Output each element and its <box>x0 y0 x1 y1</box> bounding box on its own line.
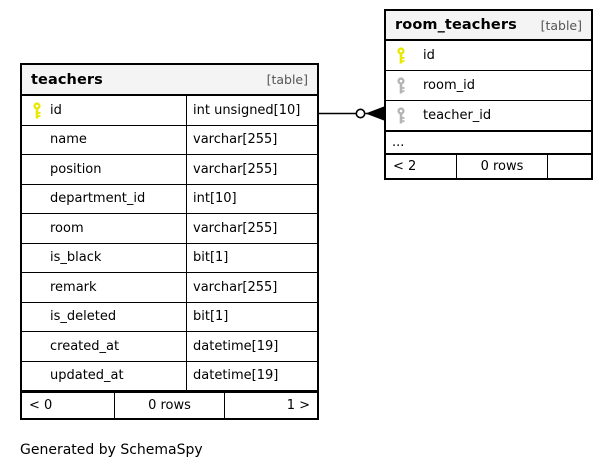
column-name-cell: remark <box>22 273 186 302</box>
table-type-tag: [table] <box>540 17 582 33</box>
column-name-cell: is_deleted <box>22 303 186 332</box>
table-row[interactable]: teacher_id <box>386 101 591 131</box>
table-row[interactable]: remark varchar[255] <box>22 273 317 303</box>
more-columns-indicator: ... <box>386 131 591 153</box>
column-label: is_black <box>50 250 102 266</box>
column-label: room_id <box>423 78 475 93</box>
column-type-cell: varchar[255] <box>186 273 317 302</box>
column-label: created_at <box>50 338 120 354</box>
column-label: room <box>50 220 84 236</box>
footer-prev-count[interactable]: < 0 <box>29 398 53 413</box>
table-title: teachers <box>31 71 103 88</box>
column-label: name <box>50 132 87 148</box>
column-label: teacher_id <box>423 108 492 123</box>
table-type-tag: [table] <box>266 72 308 87</box>
foreign-key-icon <box>392 107 411 124</box>
table-row[interactable]: created_at datetime[19] <box>22 332 317 362</box>
column-name-cell: is_black <box>22 244 186 273</box>
column-label: is_deleted <box>50 309 117 325</box>
column-type-cell: bit[1] <box>186 243 317 272</box>
footer-next-count[interactable]: 1 > <box>286 398 310 413</box>
foreign-key-icon <box>392 77 411 94</box>
column-type-cell: bit[1] <box>186 302 317 331</box>
column-name-cell: id <box>22 96 186 125</box>
table-card-room-teachers[interactable]: room_teachers [table] id <box>384 9 593 180</box>
table-row[interactable]: id <box>386 41 591 71</box>
column-label: updated_at <box>50 368 124 384</box>
column-label: department_id <box>50 191 146 207</box>
column-name-cell: updated_at <box>22 362 186 391</box>
primary-key-icon <box>28 102 47 119</box>
generated-by-caption: Generated by SchemaSpy <box>20 442 203 458</box>
table-row[interactable]: id int unsigned[10] <box>22 96 317 126</box>
column-name-cell: department_id <box>22 185 186 214</box>
table-card-teachers[interactable]: teachers [table] id int unsigned[10] nam… <box>20 63 319 420</box>
table-row[interactable]: room varchar[255] <box>22 214 317 244</box>
table-footer-teachers: < 0 0 rows 1 > <box>22 391 317 418</box>
table-row[interactable]: room_id <box>386 71 591 101</box>
column-name-cell: room <box>22 214 186 243</box>
column-type-cell: int unsigned[10] <box>186 96 317 125</box>
column-name-cell: position <box>22 155 186 184</box>
table-row[interactable]: updated_at datetime[19] <box>22 361 317 391</box>
table-row[interactable]: name varchar[255] <box>22 125 317 155</box>
table-footer-room-teachers: < 2 0 rows <box>386 153 591 178</box>
column-name-cell: teacher_id <box>386 101 591 130</box>
footer-prev-count[interactable]: < 2 <box>393 159 417 174</box>
column-type-cell: varchar[255] <box>186 125 317 154</box>
column-label: position <box>50 161 102 177</box>
relationship-connector <box>318 100 388 128</box>
footer-next-count[interactable] <box>548 155 591 178</box>
table-row[interactable]: is_deleted bit[1] <box>22 302 317 332</box>
table-row[interactable]: position varchar[255] <box>22 155 317 185</box>
column-name-cell: id <box>386 41 591 70</box>
footer-row-count: 0 rows <box>456 155 548 178</box>
primary-key-icon <box>392 47 411 64</box>
footer-row-count: 0 rows <box>114 393 225 418</box>
table-row[interactable]: is_black bit[1] <box>22 243 317 273</box>
table-title: room_teachers <box>395 17 517 33</box>
table-header-room-teachers: room_teachers [table] <box>386 11 591 41</box>
table-header-teachers: teachers [table] <box>22 65 317 96</box>
column-name-cell: room_id <box>386 71 591 100</box>
column-label: id <box>50 102 62 118</box>
column-type-cell: varchar[255] <box>186 155 317 184</box>
column-label: remark <box>50 279 97 295</box>
column-type-cell: int[10] <box>186 184 317 213</box>
column-name-cell: name <box>22 126 186 155</box>
column-type-cell: datetime[19] <box>186 361 317 390</box>
column-label: id <box>423 48 435 63</box>
table-row[interactable]: department_id int[10] <box>22 184 317 214</box>
column-name-cell: created_at <box>22 332 186 361</box>
column-type-cell: datetime[19] <box>186 332 317 361</box>
column-type-cell: varchar[255] <box>186 214 317 243</box>
